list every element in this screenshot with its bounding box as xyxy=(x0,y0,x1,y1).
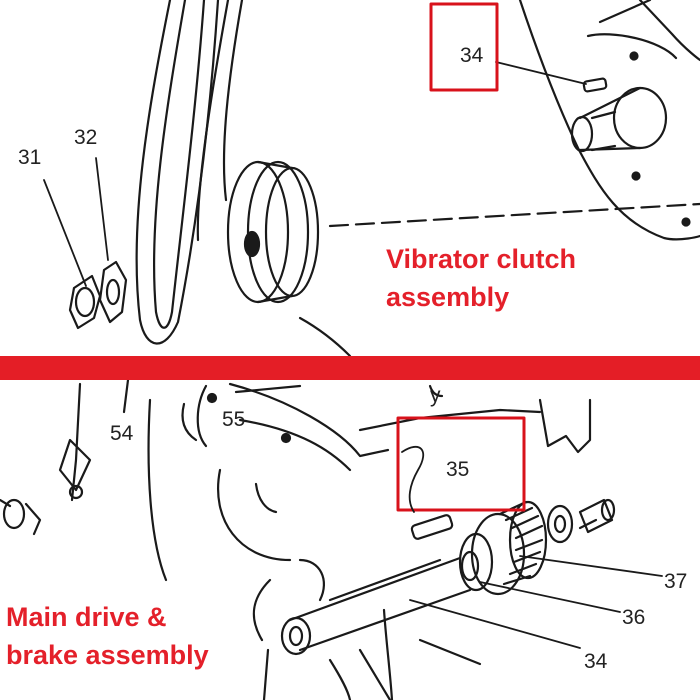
part-label-36: 36 xyxy=(622,606,645,629)
pulley-drawing xyxy=(226,160,352,358)
top-caption-line-2: assembly xyxy=(386,282,510,312)
part-label-54: 54 xyxy=(110,422,134,445)
part-label-34-top: 34 xyxy=(460,44,484,67)
key-35-drawing xyxy=(410,514,454,540)
clutch-housing-drawing xyxy=(518,0,700,241)
washer-32-drawing xyxy=(98,260,128,324)
highlight-box-34 xyxy=(429,2,499,92)
frame-outline-drawing xyxy=(122,378,592,582)
part-label-35: 35 xyxy=(446,458,469,481)
part-label-55: 55 xyxy=(222,408,245,431)
panel-divider-bar xyxy=(0,356,700,380)
part-label-32: 32 xyxy=(74,126,97,149)
bottom-caption-line-2: brake assembly xyxy=(6,640,209,670)
partial-label-y: y xyxy=(430,384,441,407)
highlight-box-35 xyxy=(396,416,526,512)
shaft-centerline xyxy=(328,202,700,228)
gear-drawing xyxy=(458,500,548,596)
v-belt-drawing xyxy=(135,0,244,345)
top-caption-line-1: Vibrator clutch xyxy=(386,244,577,274)
part-label-37: 37 xyxy=(664,570,687,593)
leader-lines-bottom xyxy=(409,555,663,649)
washer-bolt-drawing xyxy=(546,498,616,544)
top-caption: Vibrator clutch assembly xyxy=(386,240,576,316)
part-label-34-bottom: 34 xyxy=(584,650,608,673)
left-linkage-drawing xyxy=(0,382,92,536)
leader-35 xyxy=(401,446,424,513)
part-label-31: 31 xyxy=(18,146,41,169)
main-shaft-drawing xyxy=(252,556,482,700)
leader-lines-top xyxy=(43,61,587,287)
nut-31-drawing xyxy=(68,274,102,330)
bottom-caption-line-1: Main drive & xyxy=(6,602,167,632)
bottom-caption: Main drive & brake assembly xyxy=(6,598,209,674)
